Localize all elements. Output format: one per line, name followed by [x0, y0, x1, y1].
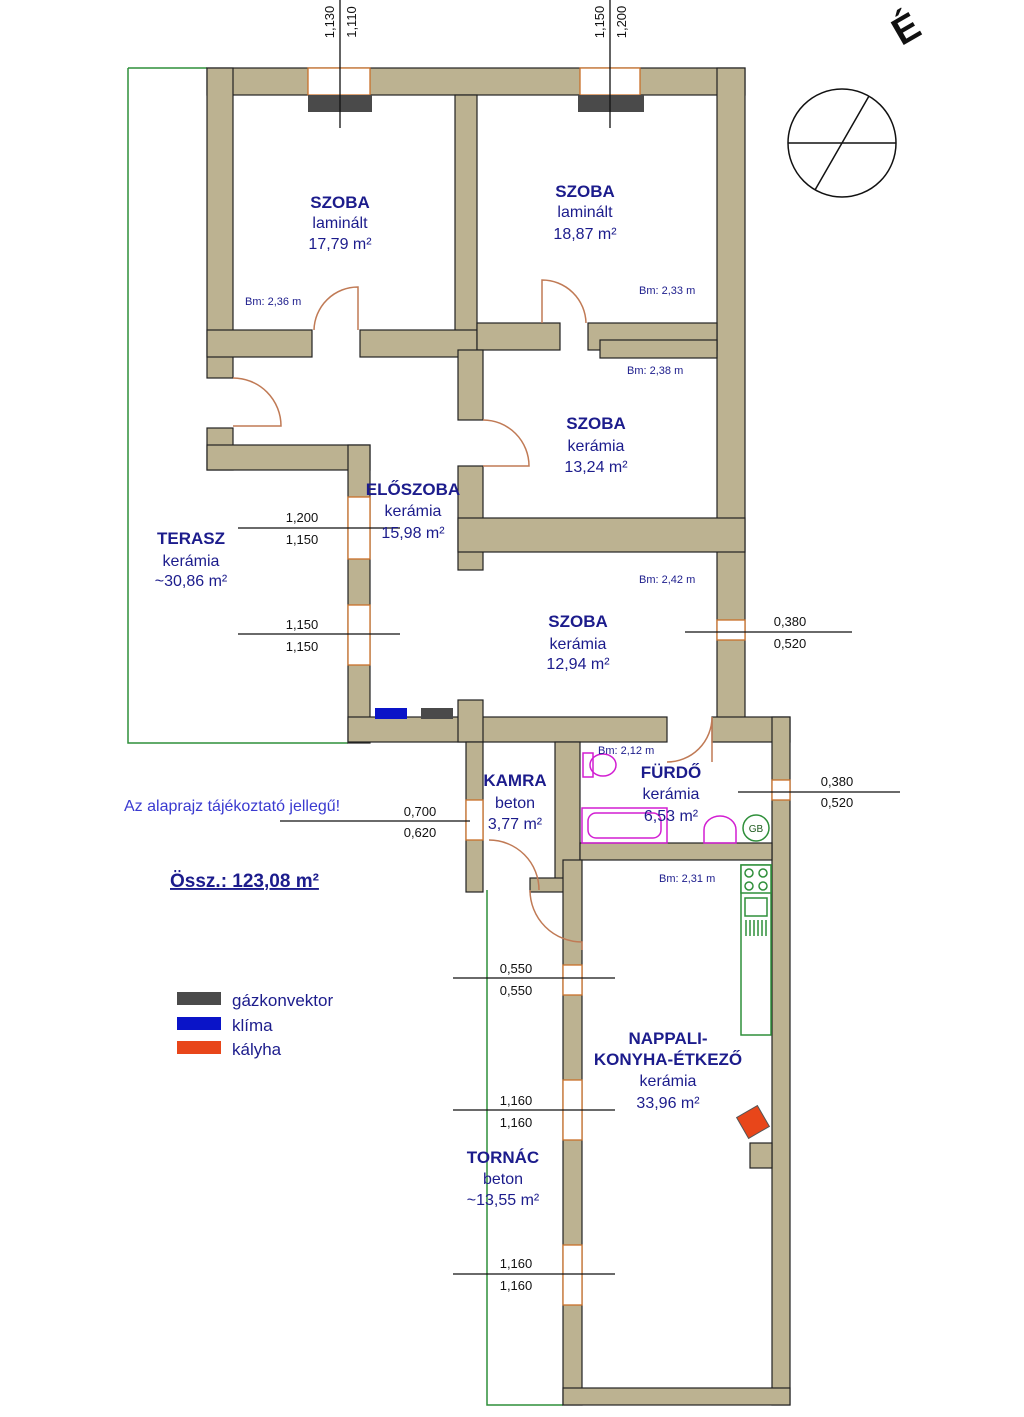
room-szoba-1: SZOBA laminált 17,79 m² Bm: 2,36 m: [245, 193, 372, 308]
room-area: ~13,55 m²: [467, 1192, 540, 1209]
window-width: 1,150: [592, 6, 607, 39]
room-nappali: NAPPALI- KONYHA-ÉTKEZŐ kerámia 33,96 m² …: [594, 873, 742, 1112]
window-width: 1,160: [500, 1256, 533, 1271]
porch-outline: [486, 890, 563, 1406]
room-floor: kerámia: [385, 503, 442, 520]
room-szoba-4: SZOBA kerámia 12,94 m² Bm: 2,42 m: [546, 574, 695, 673]
window-height: 1,160: [500, 1278, 533, 1293]
room-area: ~30,86 m²: [155, 573, 228, 590]
room-name: FÜRDŐ: [641, 763, 701, 782]
gas-convector: [578, 95, 644, 112]
room-height: Bm: 2,38 m: [627, 365, 683, 377]
room-floor: kerámia: [550, 636, 607, 653]
room-height: Bm: 2,36 m: [245, 296, 301, 308]
window-width: 1,150: [286, 617, 319, 632]
room-terasz: TERASZ kerámia ~30,86 m²: [155, 529, 228, 590]
room-floor: laminált: [557, 204, 613, 221]
room-floor: kerámia: [163, 553, 220, 570]
terrace-outline: [127, 67, 348, 744]
boiler-icon: [742, 814, 770, 842]
legend-label: klíma: [232, 1016, 273, 1035]
room-floor: laminált: [312, 215, 368, 232]
air-conditioner: [375, 708, 407, 719]
room-szoba-3: SZOBA kerámia 13,24 m² Bm: 2,38 m: [564, 365, 683, 476]
legend-swatch-stove: [177, 1041, 221, 1054]
room-floor: kerámia: [568, 438, 625, 455]
window-width: 0,380: [774, 614, 807, 629]
room-area: 12,94 m²: [546, 656, 610, 673]
room-name: KAMRA: [483, 771, 546, 790]
disclaimer-note: Az alaprajz tájékoztató jellegű!: [124, 798, 340, 815]
legend-swatch-air-conditioner: [177, 1017, 221, 1030]
room-area: 17,79 m²: [308, 236, 372, 253]
gas-convector: [421, 708, 453, 719]
room-floor: kerámia: [640, 1073, 697, 1090]
room-height: Bm: 2,12 m: [598, 745, 654, 757]
room-floor: beton: [495, 795, 535, 812]
room-area: 13,24 m²: [564, 459, 628, 476]
legend: gázkonvektor klíma kályha: [177, 991, 333, 1059]
window-height: 1,200: [614, 6, 629, 39]
room-name: TERASZ: [157, 529, 225, 548]
window-width: 0,700: [404, 804, 437, 819]
room-height: Bm: 2,33 m: [639, 285, 695, 297]
legend-label: kályha: [232, 1040, 282, 1059]
window-height: 1,160: [500, 1115, 533, 1130]
room-floor: beton: [483, 1171, 523, 1188]
room-floor: kerámia: [643, 786, 700, 803]
stove: [735, 1104, 771, 1140]
window-height: 0,520: [774, 636, 807, 651]
north-label: É: [884, 3, 928, 54]
room-area: 33,96 m²: [636, 1095, 700, 1112]
room-name: NAPPALI-: [628, 1029, 707, 1048]
window-height: 1,110: [344, 6, 359, 38]
room-furdo: FÜRDŐ kerámia 6,53 m² Bm: 2,12 m: [598, 745, 701, 825]
window-height: 1,150: [286, 639, 319, 654]
room-name: SZOBA: [310, 193, 370, 212]
room-kamra: KAMRA beton 3,77 m²: [483, 771, 546, 833]
kitchen-counter: [740, 864, 772, 1036]
window-width: 1,130: [322, 6, 337, 39]
bathroom-fixtures: [581, 752, 737, 844]
compass-icon: [787, 88, 897, 198]
room-tornac: TORNÁC beton ~13,55 m²: [467, 1148, 540, 1209]
dimension-lines: [238, 0, 900, 1275]
legend-swatch-gas-convector: [177, 992, 221, 1005]
room-name: KONYHA-ÉTKEZŐ: [594, 1050, 742, 1069]
boiler-label: GB: [749, 824, 764, 835]
room-height: Bm: 2,31 m: [659, 873, 715, 885]
room-eloszoba: ELŐSZOBA kerámia 15,98 m²: [366, 480, 460, 542]
legend-label: gázkonvektor: [232, 991, 333, 1010]
window-height: 1,150: [286, 532, 319, 547]
room-name: SZOBA: [548, 612, 608, 631]
room-name: TORNÁC: [467, 1148, 539, 1167]
total-area: Össz.: 123,08 m²: [170, 871, 319, 892]
room-name: SZOBA: [555, 182, 615, 201]
room-area: 6,53 m²: [644, 808, 699, 825]
window-width: 1,160: [500, 1093, 533, 1108]
room-area: 15,98 m²: [381, 525, 445, 542]
window-dimensions: 1,130 1,110 1,150 1,200 1,200 1,150 1,15…: [286, 6, 854, 1293]
room-name: SZOBA: [566, 414, 626, 433]
room-name: ELŐSZOBA: [366, 480, 460, 499]
doors: [232, 279, 713, 950]
window-width: 1,200: [286, 510, 319, 525]
room-area: 18,87 m²: [553, 226, 617, 243]
window-width: 0,550: [500, 961, 533, 976]
window-height: 0,620: [404, 825, 437, 840]
room-area: 3,77 m²: [488, 816, 543, 833]
window-height: 0,520: [821, 795, 854, 810]
room-szoba-2: SZOBA laminált 18,87 m² Bm: 2,33 m: [553, 182, 695, 297]
room-height: Bm: 2,42 m: [639, 574, 695, 586]
window-width: 0,380: [821, 774, 854, 789]
window-height: 0,550: [500, 983, 533, 998]
